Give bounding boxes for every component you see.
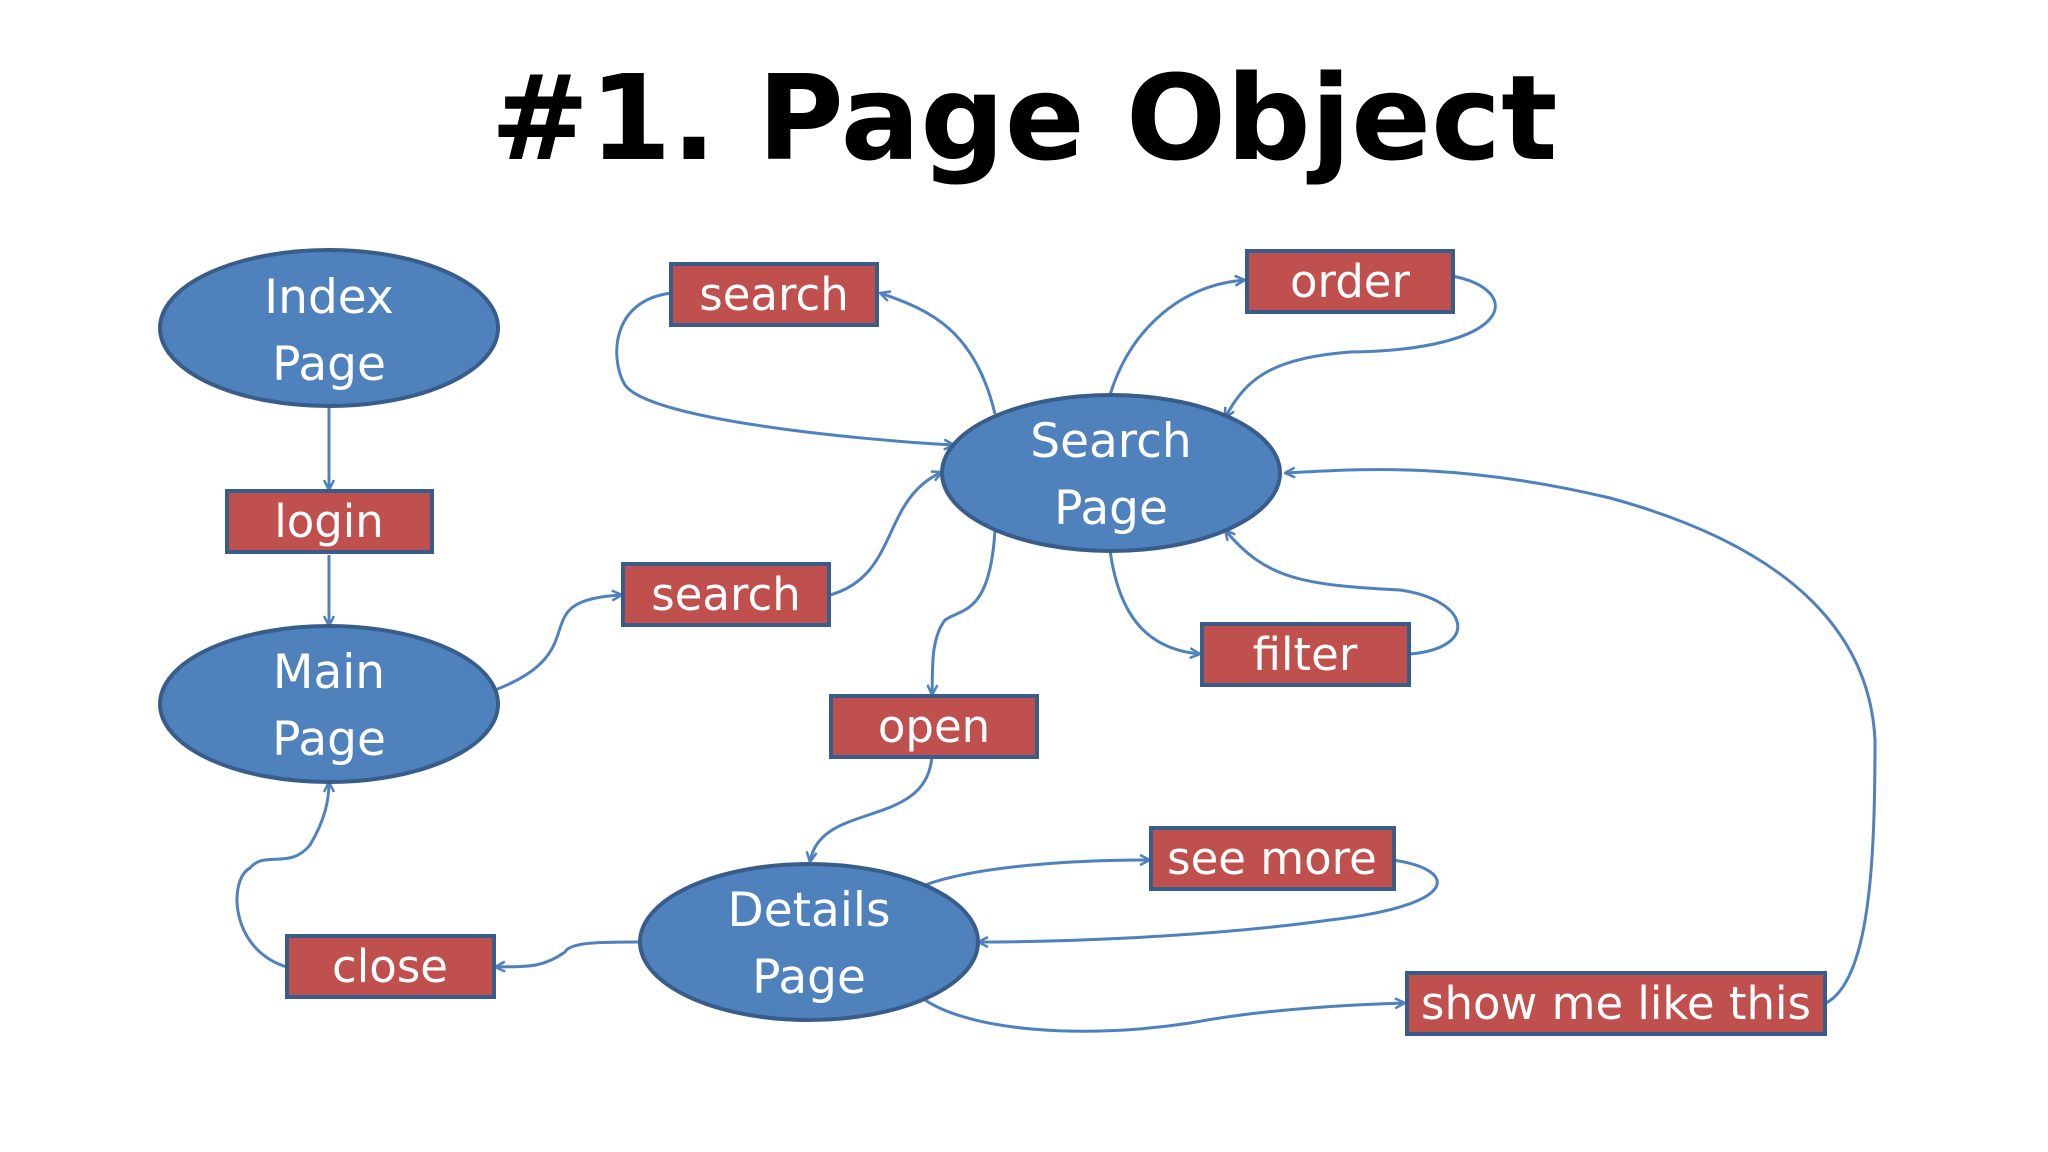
edge-details-to-see-more — [924, 860, 1150, 887]
action-search-from-main-label: search — [651, 568, 800, 621]
action-close: close — [285, 934, 496, 999]
edge-search-page-to-search-loop — [880, 293, 997, 415]
edge-order-to-search-page — [1223, 274, 1497, 418]
edge-filter-to-search-page — [1225, 530, 1459, 656]
slide-title: #1. Page Object — [490, 49, 1558, 187]
edge-search-loop-to-search-page — [615, 291, 954, 445]
page-main-label-line1: Main — [273, 645, 385, 700]
action-search-loop-label: search — [699, 268, 848, 321]
page-search: Search Page — [940, 393, 1282, 553]
action-filter: filter — [1200, 622, 1411, 687]
action-order: order — [1245, 249, 1455, 314]
edge-see-more-to-details — [978, 858, 1439, 942]
page-index-label-line1: Index — [264, 270, 393, 325]
action-show-me-like-this-label: show me like this — [1421, 977, 1811, 1030]
edge-open-to-details — [810, 754, 934, 862]
page-index: Index Page — [158, 248, 500, 408]
action-login: login — [225, 489, 434, 554]
edges — [235, 274, 1877, 1033]
page-index-label-line2: Page — [272, 337, 386, 392]
page-search-label-line1: Search — [1030, 414, 1191, 469]
edge-search-page-to-order — [1108, 280, 1245, 396]
action-see-more: see more — [1149, 826, 1396, 891]
page-details-label-line1: Details — [728, 883, 891, 938]
action-close-label: close — [332, 940, 448, 993]
page-main: Main Page — [158, 624, 500, 784]
edge-search-action-to-search-page — [829, 472, 942, 597]
edge-show-me-like-this-to-search-page — [1285, 470, 1877, 1005]
edge-close-to-main — [235, 782, 329, 969]
action-show-me-like-this: show me like this — [1405, 971, 1827, 1036]
action-open-label: open — [878, 700, 990, 753]
edge-search-page-to-filter — [1108, 549, 1200, 654]
action-search-from-main: search — [621, 562, 831, 627]
action-order-label: order — [1290, 255, 1410, 308]
action-filter-label: filter — [1253, 628, 1358, 681]
page-search-label-line2: Page — [1054, 481, 1168, 536]
page-details-label-line2: Page — [752, 950, 866, 1005]
edge-details-to-close — [495, 940, 641, 967]
page-details: Details Page — [638, 862, 980, 1022]
edge-main-to-search-action — [494, 595, 622, 692]
edge-details-to-show-me-like-this — [924, 1000, 1405, 1033]
action-open: open — [829, 694, 1039, 759]
edge-search-page-to-open — [932, 529, 997, 695]
action-see-more-label: see more — [1167, 832, 1377, 885]
page-main-label-line2: Page — [272, 712, 386, 767]
action-login-label: login — [274, 495, 384, 548]
action-search-loop: search — [669, 262, 879, 327]
